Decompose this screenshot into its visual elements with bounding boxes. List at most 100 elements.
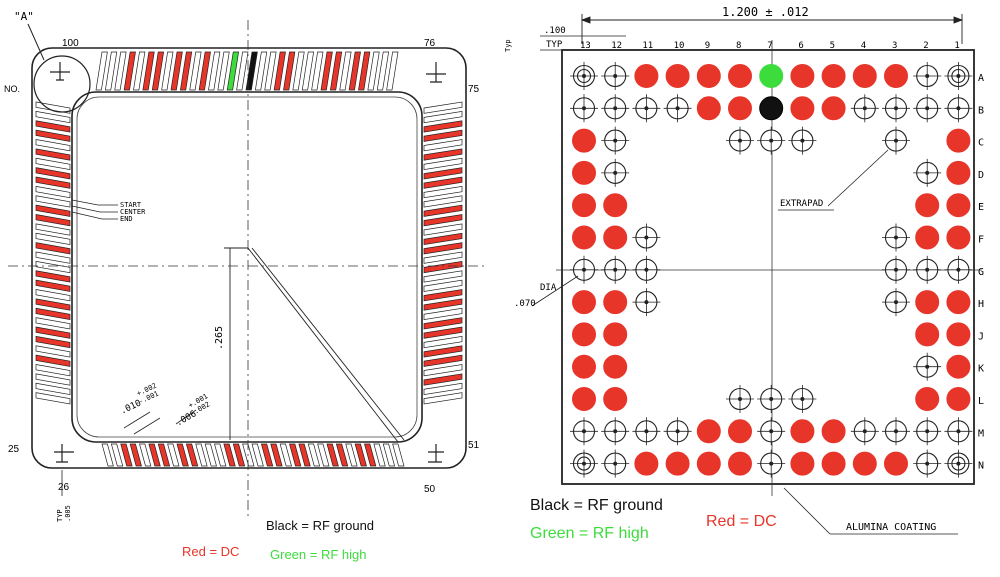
lead-pad-bottom-26	[335, 443, 349, 467]
lead-pad-top-4	[123, 51, 136, 91]
package-outline	[31, 47, 467, 469]
alumina-leader	[783, 487, 831, 535]
lead-pads	[35, 51, 463, 467]
lead-pad-top-21	[283, 51, 296, 91]
pin-C12	[601, 126, 630, 155]
pin-L13	[572, 387, 596, 411]
lead-pad-bottom-9	[176, 443, 189, 467]
pin-L1	[946, 387, 971, 411]
lead-pad-left-22	[35, 298, 71, 311]
pin-M12	[601, 417, 630, 446]
pin-B10	[663, 94, 692, 123]
lead-pad-right-23	[423, 307, 463, 321]
pin-A11	[634, 64, 659, 88]
pin-50-label: 50	[424, 484, 436, 495]
dimension-265	[224, 247, 405, 443]
detail-a-leader	[27, 23, 45, 61]
cavity-outline	[71, 91, 423, 443]
column-label-9: 9	[705, 41, 710, 51]
lead-pad-top-22	[292, 51, 305, 91]
pin-D12	[601, 158, 630, 187]
pin-L12	[603, 387, 628, 411]
pin-A8	[728, 64, 752, 88]
lead-pad-bottom-19	[270, 443, 283, 467]
corner-mark-bottom-right	[428, 444, 444, 463]
pin-A5	[821, 64, 846, 88]
lead-pad-bottom-11	[195, 443, 208, 467]
lead-pad-right-32	[423, 392, 463, 405]
pin-F11	[632, 223, 661, 252]
lead-pad-left-30	[35, 373, 71, 386]
alumina-label: ALUMINA COATING	[846, 522, 936, 533]
lead-pad-bottom-6	[148, 443, 161, 467]
lead-pad-bottom-3	[120, 443, 133, 467]
pin-L2	[915, 387, 940, 411]
lead-pad-bottom-28	[354, 443, 367, 467]
pin-M3	[882, 417, 910, 446]
column-label-7: 7	[767, 41, 772, 51]
lead-pad-left-5	[35, 139, 71, 152]
lead-pad-left-32	[35, 392, 71, 405]
pin-F12	[603, 225, 628, 250]
lead-pad-top-3	[114, 51, 127, 91]
lead-pad-top-7	[151, 51, 165, 91]
pin-M10	[663, 417, 692, 446]
pin-A6	[790, 64, 815, 88]
pin-F13	[572, 225, 596, 250]
column-label-13: 13	[580, 41, 591, 51]
pin-N5	[821, 451, 846, 476]
pin-A12	[601, 62, 630, 90]
pin-76-label: 76	[424, 38, 436, 49]
legend-right-red: Red = DC	[706, 513, 777, 530]
row-label-D: D	[978, 170, 984, 181]
lead-pad-right-20	[423, 279, 463, 292]
pin-G11	[632, 255, 661, 284]
lead-pad-top-11	[189, 51, 202, 91]
lead-pad-right-6	[423, 148, 463, 161]
pin-N11	[634, 451, 659, 476]
lead-pad-left-15	[35, 232, 71, 246]
lead-pad-left-27	[35, 345, 71, 358]
pin-H2	[915, 290, 940, 315]
pin-N9	[696, 451, 721, 476]
pin-F2	[915, 225, 940, 250]
lead-pad-bottom-10	[185, 443, 199, 467]
pin-M5	[821, 419, 846, 444]
lead-pad-top-14	[217, 51, 230, 91]
pitch-dimension	[540, 35, 626, 51]
pin-H12	[603, 290, 628, 315]
lead-pad-right-2	[423, 110, 463, 124]
pin-J2	[915, 322, 940, 347]
pin-C7	[757, 126, 786, 155]
lead-pad-right-7	[423, 157, 463, 171]
pin-M9	[696, 419, 721, 444]
pin-N8	[728, 451, 752, 476]
pin-B11	[632, 94, 661, 123]
lead-pad-right-29	[423, 364, 463, 377]
cavity-inner-outline	[76, 96, 418, 438]
lead-pad-left-31	[35, 382, 71, 396]
pin-M8	[728, 419, 752, 444]
legend-left-green: Green = RF high	[270, 547, 366, 562]
column-label-8: 8	[736, 41, 741, 51]
pin-N7	[757, 449, 786, 478]
column-label-10: 10	[674, 41, 685, 51]
lead-pad-top-25	[320, 51, 333, 91]
lead-pad-top-32	[386, 51, 399, 91]
corner-mark-top-right	[426, 62, 446, 83]
pin-N1	[944, 449, 973, 478]
extrapad-leader	[827, 149, 889, 207]
lead-pad-top-23	[301, 51, 315, 91]
lead-pad-top-2	[104, 51, 118, 91]
lead-pad-top-24	[311, 51, 324, 91]
pin-L8	[726, 385, 754, 413]
lead-pad-top-13	[208, 51, 221, 91]
end-label: END	[120, 215, 133, 223]
start-center-end-callout	[71, 199, 118, 220]
lead-pad-bottom-7	[157, 443, 171, 467]
pin-C6	[788, 126, 817, 155]
pin-B9	[696, 96, 721, 121]
pin-100-label: 100	[62, 38, 79, 49]
